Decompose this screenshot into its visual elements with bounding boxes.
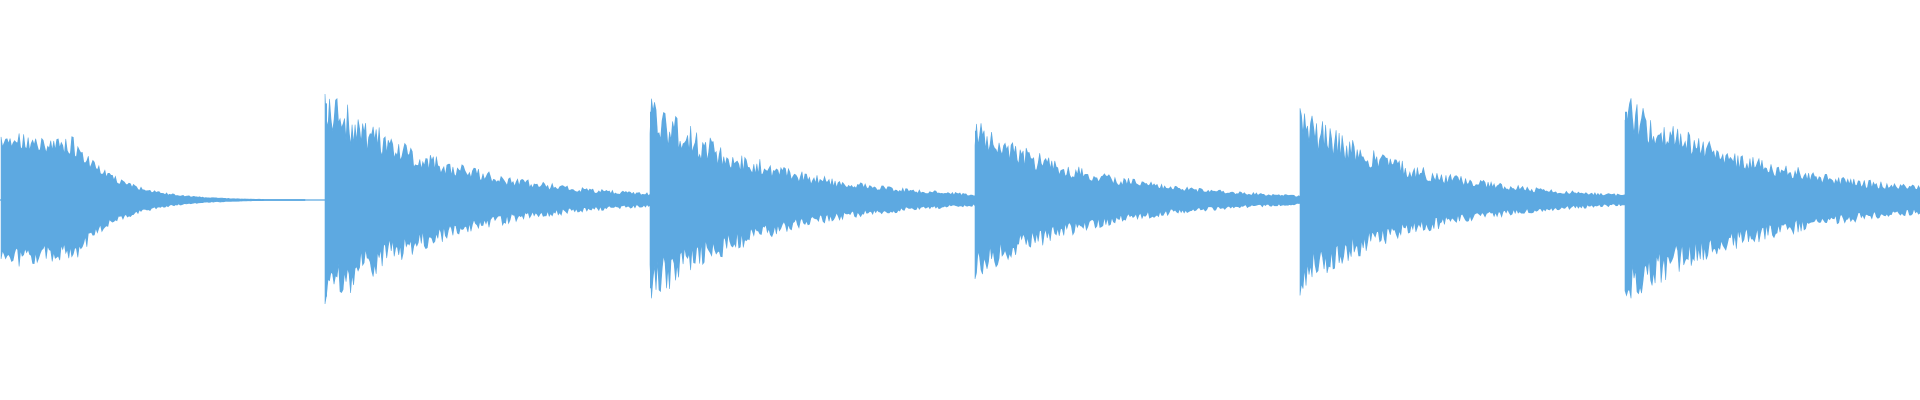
waveform-segment-4 [974,123,1301,279]
waveform-segments [0,94,1920,305]
waveform-segment-2 [324,94,651,305]
waveform-segment-6 [1624,98,1920,299]
waveform-segment-1 [0,133,306,267]
waveform-segment-3 [649,98,976,299]
waveform-segment-5 [1299,108,1626,296]
